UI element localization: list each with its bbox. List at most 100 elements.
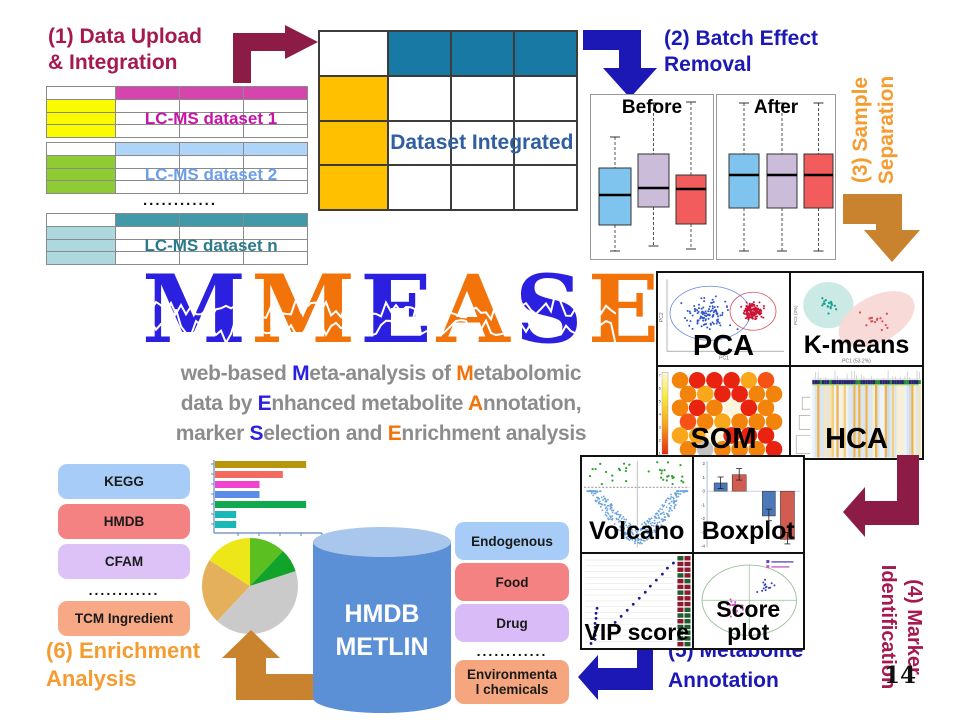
database-name-2: METLIN [335,633,429,661]
logo-letter: A [436,255,515,365]
step6-line1: (6) Enrichment [46,638,201,663]
table-cell [243,239,307,252]
table-cell [179,155,243,168]
logo-letter: M [251,255,361,365]
table-cell [243,112,307,125]
table-cell [47,99,115,112]
svg-text:0: 0 [702,489,705,494]
table-cell [320,166,387,209]
table-cell [320,121,387,165]
table-cell [47,112,115,125]
arrow-step2-icon [583,30,657,98]
volcano-label: Volcano [589,516,685,545]
som-label: SOM [690,423,757,455]
table-cell [47,252,115,264]
step2-line1: (2) Batch Effect [664,27,819,50]
pca-panel: PC1 PC2 PCA [658,273,789,365]
table-cell [514,32,576,75]
step5-line2: Annotation [668,669,779,692]
boxplot-mini-label: Boxplot [701,516,795,545]
table-cell [179,125,243,137]
svg-text:6: 6 [659,385,662,390]
table-cell [388,32,450,75]
pill-hmdb: HMDB [58,504,190,539]
table-cell [243,226,307,239]
logo-letter: E [587,255,665,365]
table-grid [46,142,308,194]
pca-ylabel: PC2 [659,312,665,322]
step6-title: (6) Enrichment Analysis [46,637,200,693]
table-cell [451,32,513,75]
step2-line2: Removal [664,53,752,76]
tagline-line: web-based Meta-analysis of Metabolomic [180,362,582,385]
table-cell [243,87,307,99]
arrow-step6-icon [222,630,319,700]
table-cell [47,214,115,226]
boxplot-after-chart [728,102,834,252]
table-grid [46,213,308,265]
pill-drug: Drug [455,604,569,642]
step3-title: (3) Sample Separation [848,55,922,205]
vip-panel: VIP score [582,553,692,648]
arrow-step5-icon [578,638,653,700]
kmeans-ylabel: PC2 (3%) [793,305,798,325]
table-cell [451,166,513,209]
mmease-tagline: web-based Meta-analysis of Metabolomic da… [142,359,620,449]
table-cell [47,155,115,168]
database-label: HMDB METLIN [309,598,455,664]
boxplot-before-chart [598,101,707,252]
table-cell [179,252,243,264]
step3-line2: Separation [875,75,898,185]
table-cell [388,121,450,165]
database-name-1: HMDB [344,600,420,628]
table-label: LC-MS dataset 2 [144,164,278,184]
table-cell [115,143,179,155]
ellipsis-separator: ............ [88,582,160,598]
tagline-line: marker Selection and Enrichment analysis [175,422,587,445]
step1-line1: (1) Data Upload [48,25,203,48]
table-cell [115,181,179,193]
logo-letter: S [514,255,588,365]
table-cell [514,76,576,120]
table-cell [115,155,179,168]
svg-text:5: 5 [659,398,662,403]
hca-label: HCA [825,423,888,455]
mmease-wordmark: MMEASE [142,263,659,357]
table-cell [179,143,243,155]
pill-environmenta-l-chemi: Environmenta l chemicals [455,660,569,704]
pill-endogenous: Endogenous [455,522,569,560]
tagline-line: data by Enhanced metabolite Annotation, [180,392,582,415]
table-cell [115,168,179,181]
table-cell [243,181,307,193]
pca-chart: PC1 PC2 [659,279,784,361]
boxplot-after-panel: After [716,94,836,260]
table-cell [243,99,307,112]
table-cell [243,214,307,226]
svg-text:2: 2 [659,437,662,442]
table-cell [243,155,307,168]
after-label: After [753,97,799,118]
table-grid [46,86,308,138]
mmease-logo: MMEASE web-based Meta-analysis of Metabo… [142,263,659,449]
svg-text:-2: -2 [701,516,706,521]
separation-grid: PC1 PC2 PCA PC1 (53.2%) PC2 (3%) K-means [656,271,924,460]
table-cell [320,76,387,120]
table-cell [451,76,513,120]
boxplot-before-panel: Before [590,94,714,260]
table-cell [115,214,179,226]
pca-label: PCA [692,329,755,362]
svg-text:1: 1 [702,475,705,480]
vip-label: VIP score [584,619,689,645]
pca-xlabel: PC1 [719,355,729,361]
enrichment-pie-chart [202,538,298,634]
svg-text:3: 3 [659,424,662,429]
table-cell [243,125,307,137]
svg-text:1: 1 [659,450,662,455]
table-cell [115,87,179,99]
scoreplot-panel: Score plot [693,553,803,648]
step1-line2: & Integration [48,51,178,74]
